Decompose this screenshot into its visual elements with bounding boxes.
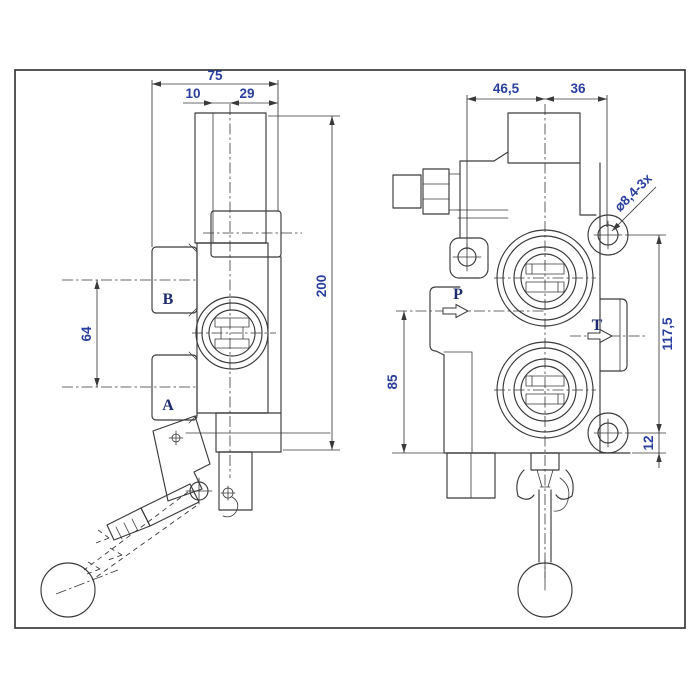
dim-64-label: 64 — [79, 326, 94, 342]
side-view: 75 10 29 64 200 B A — [40, 68, 340, 618]
rear-port-block — [210, 210, 282, 258]
spool-slot-bottom — [214, 338, 250, 349]
dim-117-5-label: 117,5 — [660, 317, 675, 351]
spool-boss-top — [494, 229, 596, 327]
dim-hole-offsets: 46,5 36 — [466, 81, 608, 250]
phantom-chevrons — [86, 529, 123, 575]
dim-mount-holes-callout: ⌀8,4-3x — [612, 170, 657, 232]
stub-latch — [220, 485, 239, 518]
hex-plug — [392, 168, 461, 215]
port-b-block — [151, 246, 198, 314]
spool-boss-bottom — [494, 341, 596, 439]
plug-hex-collar — [422, 168, 450, 215]
valve-top-tube-front — [507, 112, 581, 164]
lever-phantom-lines — [83, 491, 197, 581]
spool-boss-side — [192, 296, 276, 370]
dim-total-height: 200 — [268, 115, 340, 451]
p-port-wing — [429, 286, 461, 356]
lever-bracket-plate — [152, 415, 211, 502]
lever-assembly-side — [40, 415, 213, 618]
valve-body-side — [196, 242, 269, 414]
latch-spring — [222, 496, 239, 518]
dim-75-label: 75 — [207, 68, 223, 83]
handle-latch — [553, 477, 570, 512]
mount-hole-br-cross — [593, 418, 623, 448]
bottom-stub — [218, 451, 253, 511]
latch-pivot-cross — [220, 485, 236, 501]
clevis-wings — [516, 469, 574, 500]
dim-bottom-offset: 12 — [632, 433, 666, 468]
dim-hole-dia-label: ⌀8,4-3x — [612, 170, 656, 214]
handle-stem — [538, 489, 552, 563]
phantom-centerline — [55, 569, 119, 595]
t-flow-arrow-icon — [587, 328, 614, 344]
thread-hatch — [115, 518, 139, 540]
bracket-hole-cross — [168, 430, 184, 446]
flange-edges — [267, 256, 282, 414]
body-upper-left-edge — [459, 151, 509, 239]
dim-46-5-label: 46,5 — [493, 81, 520, 96]
bottom-cap — [215, 412, 282, 453]
sheet-border — [14, 69, 686, 629]
body-inner-lines — [443, 351, 473, 454]
dim-port-spacing: 64 — [79, 280, 100, 387]
port-centerlines — [62, 279, 197, 388]
mount-hole-tr-cross — [593, 220, 623, 250]
t-port-wing — [599, 298, 628, 372]
front-view: P T 46,5 36 ⌀8,4-3x 117,5 12 8 — [385, 81, 675, 618]
hex-facet-lines — [422, 183, 450, 200]
body-step-lines — [457, 209, 509, 219]
port-a-label: A — [162, 397, 174, 414]
lever-pivot-cross — [185, 477, 213, 505]
dim-29-label: 29 — [239, 86, 254, 101]
valve-top-tube — [194, 112, 267, 244]
port-t-label: T — [592, 317, 603, 334]
dim-12-label: 12 — [641, 435, 656, 450]
port-b-label: B — [163, 291, 174, 308]
dim-total-width: 75 — [151, 68, 279, 247]
spool-slot-top — [214, 317, 250, 328]
chamfer-marks — [188, 243, 198, 424]
clevis-block — [530, 452, 560, 471]
dim-hole-spacing: 117,5 — [625, 234, 675, 434]
dim-rod-and-right-offset: 10 29 — [183, 86, 278, 106]
plug-neck — [448, 173, 461, 211]
body-upper-right-step — [579, 162, 597, 216]
lever-stub — [106, 507, 151, 541]
left-ear-tab — [449, 237, 489, 279]
p-flow-arrow-icon — [442, 303, 470, 319]
clevis-joint-lines — [536, 469, 554, 488]
dim-port-height: 85 — [385, 311, 444, 454]
dim-200-label: 200 — [314, 275, 329, 298]
plug-end-square — [392, 174, 422, 209]
port-p-label: P — [453, 286, 463, 303]
lever-ball-phantom — [40, 562, 96, 618]
handle-assembly — [516, 452, 574, 618]
port-a-block — [151, 354, 198, 421]
dim-10-label: 10 — [185, 86, 200, 101]
dim-85-label: 85 — [385, 374, 400, 390]
dim-36-label: 36 — [570, 81, 586, 96]
